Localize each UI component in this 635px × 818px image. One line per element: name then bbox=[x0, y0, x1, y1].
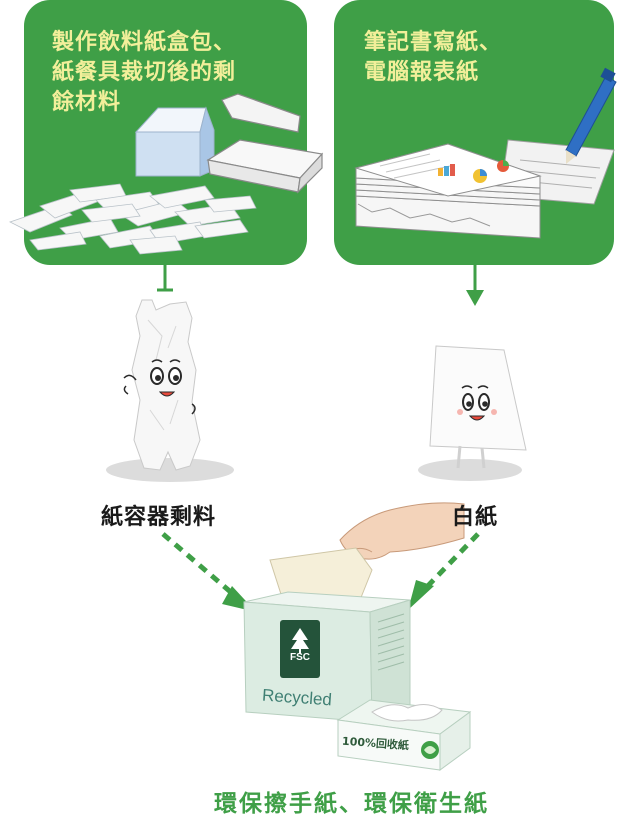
paper-container-mascot bbox=[106, 299, 234, 482]
arrow-down-icon bbox=[466, 265, 484, 306]
arrow-dashed-right-icon bbox=[408, 532, 480, 610]
product-caption: 環保擦手紙、環保衛生紙 bbox=[214, 791, 489, 817]
source-panel-text: 製作飲料紙盒包、 紙餐具裁切後的剩 餘材料 bbox=[52, 28, 292, 118]
tissue-pack-icon bbox=[336, 699, 472, 771]
arrow-dashed-left-icon bbox=[161, 532, 256, 612]
source-panel-beverage-cartons: 製作飲料紙盒包、 紙餐具裁切後的剩 餘材料 bbox=[24, 0, 307, 265]
paper-stack-icon bbox=[354, 139, 615, 239]
source-line: 筆記書寫紙、 bbox=[364, 30, 503, 55]
food-box-icon bbox=[206, 93, 324, 194]
source-line: 電腦報表紙 bbox=[364, 60, 480, 85]
fsc-badge-text: FSC bbox=[290, 652, 310, 663]
source-line: 餘材料 bbox=[52, 90, 122, 115]
pen-icon bbox=[565, 67, 617, 164]
source-panel-text: 筆記書寫紙、 電腦報表紙 bbox=[364, 28, 604, 88]
source-line: 製作飲料紙盒包、 bbox=[52, 30, 237, 55]
white-paper-mascot bbox=[418, 345, 527, 481]
material-label-paper-container-scraps: 紙容器剩料 bbox=[101, 505, 217, 530]
paper-scraps-icon bbox=[8, 183, 257, 255]
hand-icon bbox=[339, 502, 465, 560]
milk-carton-icon bbox=[134, 106, 215, 177]
material-label-white-paper: 白紙 bbox=[452, 505, 499, 530]
tissue-box-icon bbox=[243, 547, 411, 723]
source-line: 紙餐具裁切後的剩 bbox=[52, 60, 237, 85]
connector-left bbox=[157, 265, 173, 292]
